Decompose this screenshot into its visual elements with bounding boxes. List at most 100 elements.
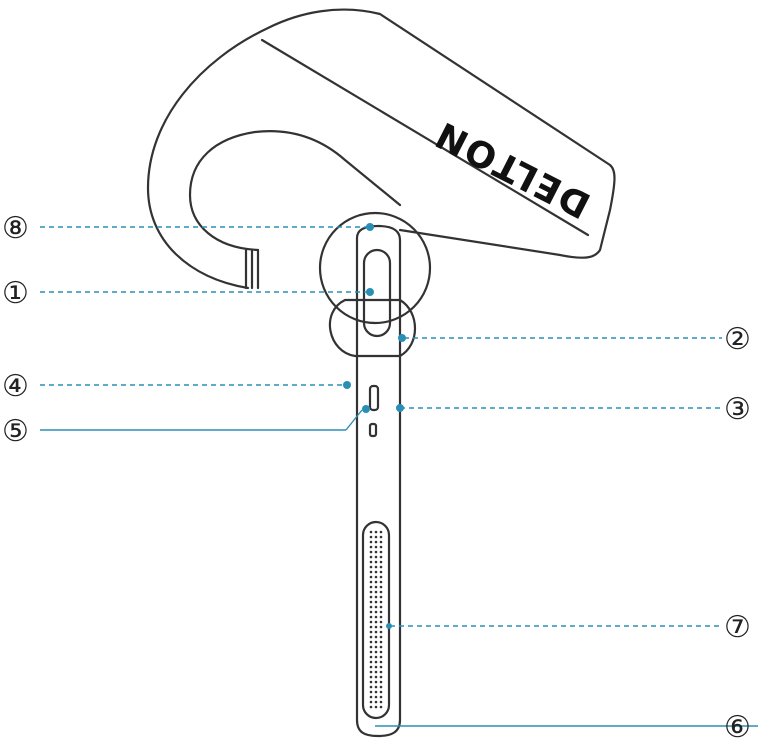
- grille-dot: [370, 616, 373, 619]
- grille-dot: [370, 586, 373, 589]
- grille-dot: [375, 681, 378, 684]
- callout-label-4: ④: [2, 369, 29, 404]
- grille-dot: [375, 686, 378, 689]
- grille-dot: [370, 686, 373, 689]
- grille-dot: [380, 631, 383, 634]
- grille-dot: [370, 571, 373, 574]
- grille-dot: [380, 651, 383, 654]
- grille-dot: [370, 566, 373, 569]
- grille-dot: [375, 581, 378, 584]
- grille-dot: [380, 641, 383, 644]
- callout-label-8: ⑧: [2, 211, 29, 246]
- earbud: [330, 300, 415, 356]
- grille-dot: [380, 686, 383, 689]
- grille-dot: [380, 701, 383, 704]
- grille-dot: [380, 611, 383, 614]
- grille-dot: [375, 551, 378, 554]
- grille-dot: [370, 606, 373, 609]
- grille-dot: [375, 606, 378, 609]
- grille-dot: [370, 556, 373, 559]
- grille-dot: [375, 586, 378, 589]
- grille-dot: [370, 656, 373, 659]
- grille-dot: [370, 661, 373, 664]
- grille-dot: [375, 621, 378, 624]
- grille-dot: [370, 666, 373, 669]
- grille-dot: [375, 691, 378, 694]
- grille-dot: [375, 626, 378, 629]
- grille-dot: [375, 706, 378, 709]
- grille-dot: [380, 546, 383, 549]
- grille-dot: [370, 551, 373, 554]
- grille-dot: [370, 611, 373, 614]
- grille-dot: [370, 651, 373, 654]
- grille-dot: [370, 646, 373, 649]
- grille-dot: [380, 556, 383, 559]
- grille-dot: [375, 631, 378, 634]
- callout-label-6: ⑥: [724, 710, 751, 741]
- speaker-grille-dots: [370, 531, 383, 709]
- grille-dot: [380, 636, 383, 639]
- point-3: [396, 404, 404, 412]
- grille-dot: [375, 641, 378, 644]
- grille-dot: [375, 591, 378, 594]
- callout-points: [343, 223, 406, 629]
- grille-dot: [370, 601, 373, 604]
- ear-hook-outer: [148, 10, 615, 288]
- grille-dot: [375, 651, 378, 654]
- grille-dot: [375, 556, 378, 559]
- grille-dot: [375, 531, 378, 534]
- callout-label-5: ⑤: [2, 414, 29, 449]
- grille-dot: [380, 591, 383, 594]
- grille-dot: [370, 641, 373, 644]
- grille-dot: [375, 541, 378, 544]
- grille-dot: [375, 566, 378, 569]
- grille-dot: [370, 681, 373, 684]
- grille-dot: [375, 601, 378, 604]
- grille-dot: [380, 656, 383, 659]
- grille-dot: [375, 611, 378, 614]
- grille-dot: [380, 676, 383, 679]
- grille-dot: [370, 576, 373, 579]
- grille-dot: [380, 586, 383, 589]
- grille-dot: [380, 681, 383, 684]
- grille-dot: [375, 616, 378, 619]
- grille-dot: [375, 636, 378, 639]
- grille-dot: [370, 596, 373, 599]
- grille-dot: [370, 581, 373, 584]
- mic-slot: [370, 424, 376, 436]
- grille-dot: [370, 561, 373, 564]
- grille-dot: [370, 621, 373, 624]
- grille-dot: [370, 701, 373, 704]
- grille-dot: [375, 671, 378, 674]
- grille-dot: [380, 576, 383, 579]
- leader-5-angle: [346, 410, 362, 430]
- grille-dot: [375, 576, 378, 579]
- point-1: [366, 288, 374, 296]
- grille-dot: [380, 606, 383, 609]
- grille-dot: [380, 646, 383, 649]
- grille-dot: [370, 706, 373, 709]
- grille-dot: [375, 536, 378, 539]
- grille-dot: [380, 566, 383, 569]
- grille-dot: [375, 701, 378, 704]
- grille-dot: [375, 661, 378, 664]
- point-8: [366, 223, 374, 231]
- grille-dot: [380, 661, 383, 664]
- grille-dot: [380, 691, 383, 694]
- grille-dot: [380, 621, 383, 624]
- grille-dot: [380, 706, 383, 709]
- point-4: [343, 381, 351, 389]
- grille-dot: [375, 666, 378, 669]
- grille-dot: [370, 636, 373, 639]
- grille-dot: [375, 646, 378, 649]
- grille-dot: [380, 626, 383, 629]
- grille-dot: [380, 536, 383, 539]
- grille-dot: [375, 656, 378, 659]
- brand-logo-text: DELTON: [428, 112, 597, 225]
- grille-dot: [370, 676, 373, 679]
- grille-dot: [380, 616, 383, 619]
- grille-dot: [375, 596, 378, 599]
- grille-dot: [375, 571, 378, 574]
- led-slot: [370, 386, 378, 410]
- callout-label-3: ③: [724, 392, 751, 427]
